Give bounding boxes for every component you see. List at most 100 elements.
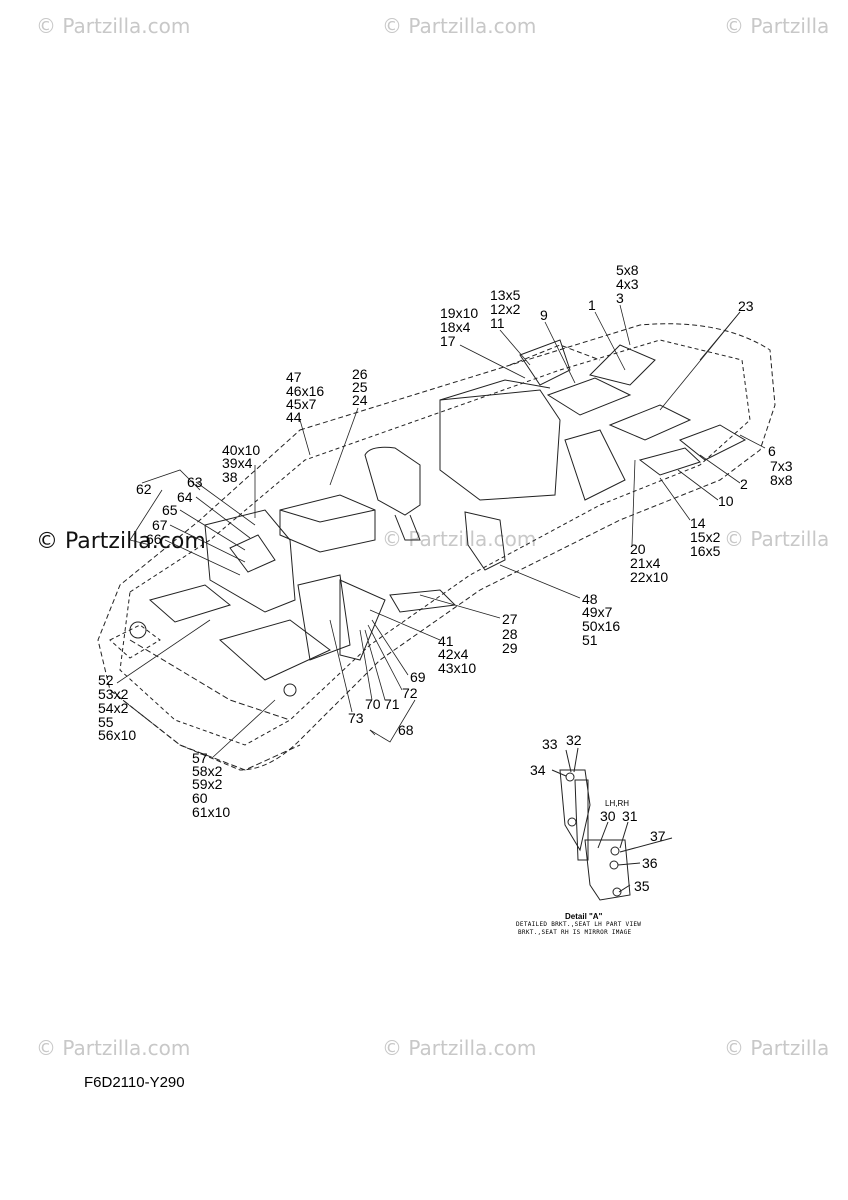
callout: 67 [152, 517, 168, 533]
hull-outline [97, 323, 776, 771]
watermark: © Partzilla.com [36, 1036, 191, 1060]
callout: 46x16 [286, 383, 325, 399]
callout: 26 [352, 366, 368, 382]
aft-seat-right [339, 579, 386, 661]
aft-cushion-1 [148, 584, 232, 623]
callout: 72 [402, 685, 418, 701]
callout: 17 [440, 333, 456, 349]
callout: 58x2 [192, 763, 223, 779]
helm-seat [364, 446, 421, 516]
watermark: © Partzilla.com [382, 1036, 537, 1060]
watermark: © Partzilla.com [382, 14, 537, 38]
callout: 18x4 [440, 319, 471, 335]
callout: 20 [630, 541, 646, 557]
callout: 43x10 [438, 660, 477, 676]
console-top [439, 379, 551, 401]
stern-backrest-2 [229, 534, 276, 573]
callout: 49x7 [582, 604, 613, 620]
leader-lines [116, 304, 766, 759]
callout: 47 [286, 369, 302, 385]
callout: 39x4 [222, 455, 253, 471]
bow-cushion-1 [546, 377, 632, 416]
callout: 25 [352, 379, 368, 395]
watermark: © Partzilla [724, 527, 830, 551]
detail-caption-1: DETAILED BRKT.,SEAT LH PART VIEW [516, 921, 642, 928]
callout: 1 [588, 297, 596, 313]
callout: 21x4 [630, 555, 661, 571]
callout: 31 [622, 808, 638, 824]
callout: 27 [502, 611, 518, 627]
callout: 37 [650, 828, 666, 844]
callout: 42x4 [438, 646, 469, 662]
callout: 8x8 [770, 472, 793, 488]
callout: 12x2 [490, 301, 521, 317]
detail-caption-2: BRKT.,SEAT RH IS MIRROR IMAGE [518, 929, 632, 936]
callout: 44 [286, 409, 302, 425]
hull-inner-rim [119, 339, 751, 746]
swim-platform [109, 624, 161, 659]
bow-cushion-2 [589, 344, 656, 386]
callout: 9 [540, 307, 548, 323]
callout: 23 [738, 298, 754, 314]
cup-holder [283, 683, 297, 697]
callout: 16x5 [690, 543, 721, 559]
callout: 4x3 [616, 276, 639, 292]
callout: 19x10 [440, 305, 479, 321]
hull-sheer-line [129, 639, 291, 721]
helm-seat-pedestal [394, 514, 421, 541]
callout: 62 [136, 481, 152, 497]
floor-hatch [389, 589, 457, 613]
watermark: © Partzilla [724, 14, 830, 38]
cooler-box-top [279, 509, 376, 523]
callout: 57 [192, 750, 208, 766]
callout: 2 [740, 476, 748, 492]
callout: 45x7 [286, 396, 317, 412]
callout: 30 [600, 808, 616, 824]
callout: 73 [348, 710, 364, 726]
callout: 7x3 [770, 458, 793, 474]
callout: 50x16 [582, 618, 621, 634]
callout: 54x2 [98, 700, 129, 716]
callout: 38 [222, 469, 238, 485]
callout: 41 [438, 633, 454, 649]
callout: 13x5 [490, 287, 521, 303]
bow-cushion-4 [679, 424, 747, 461]
callout: 48 [582, 591, 598, 607]
callout: 55 [98, 714, 114, 730]
bow-side-panel-2 [564, 429, 626, 501]
callout: 40x10 [222, 442, 261, 458]
callout: 63 [187, 474, 203, 490]
detail-title: Detail "A" [565, 912, 603, 921]
callout: 56x10 [98, 727, 137, 743]
callout: 11 [490, 315, 505, 331]
callout: 61x10 [192, 804, 231, 820]
callout: 28 [502, 626, 518, 642]
callout: 10 [718, 493, 734, 509]
callout: 51 [582, 632, 598, 648]
callout: 5x8 [616, 262, 639, 278]
callout: 36 [642, 855, 658, 871]
callout: 52 [98, 672, 114, 688]
watermark-strong: © Partzilla.com [36, 529, 206, 554]
callout: 66 [146, 531, 162, 547]
detail-a-bracket [551, 747, 673, 901]
diagram-code: F6D2110-Y290 [84, 1074, 185, 1091]
bow-cushion-3 [608, 404, 692, 441]
callout: 22x10 [630, 569, 669, 585]
watermark: © Partzilla.com [36, 14, 191, 38]
bow-side-panel-1 [519, 339, 571, 386]
passenger-seat [464, 511, 506, 571]
windshield [509, 344, 601, 366]
callout: 6 [768, 443, 776, 459]
callout: 59x2 [192, 776, 223, 792]
console [439, 389, 561, 501]
callout: 34 [530, 762, 546, 778]
callout: 33 [542, 736, 558, 752]
callout: 64 [177, 489, 193, 505]
callout: 15x2 [690, 529, 721, 545]
aft-cushion-2 [218, 619, 331, 681]
cup-holder [129, 621, 147, 639]
callout: 29 [502, 640, 518, 656]
